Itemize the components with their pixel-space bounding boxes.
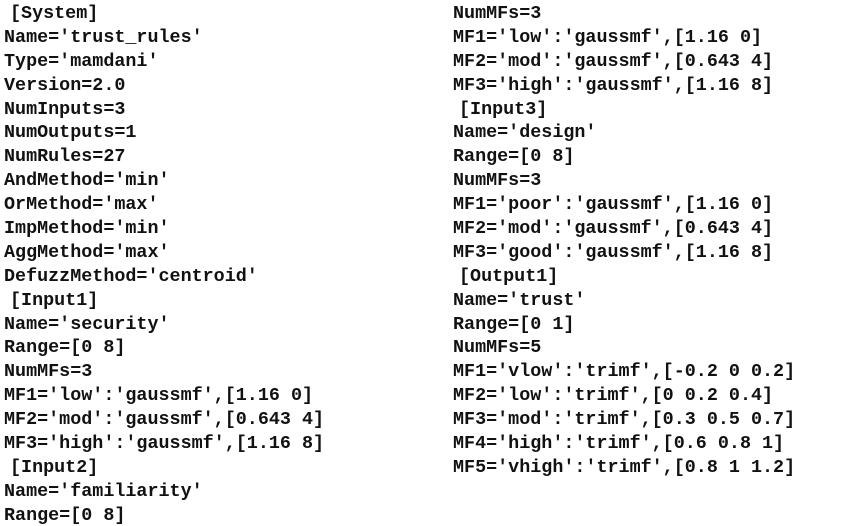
num-outputs-line: NumOutputs=1 (4, 122, 137, 144)
output1-name-line: Name='trust' (453, 289, 586, 311)
left-column: [System] Name='trust_rules' Type='mamdan… (4, 2, 324, 526)
input3-mf2-line: MF2='mod':'gaussmf',[0.643 4] (453, 218, 774, 240)
defuzz-method-line: DefuzzMethod='centroid' (4, 265, 258, 287)
input3-nummfs-line: NumMFs=3 (453, 170, 542, 192)
system-version-line: Version=2.0 (4, 74, 126, 96)
section-header-input3: [Input3] (459, 98, 548, 120)
input1-mf1-line: MF1='low':'gaussmf',[1.16 0] (4, 385, 314, 407)
or-method-line: OrMethod='max' (4, 194, 159, 216)
input3-name-line: Name='design' (453, 122, 597, 144)
input3-mf1-line: MF1='poor':'gaussmf',[1.16 0] (453, 194, 774, 216)
input2-mf2-line: MF2='mod':'gaussmf',[0.643 4] (453, 50, 774, 72)
output1-mf5-line: MF5='vhigh':'trimf',[0.8 1 1.2] (453, 456, 796, 478)
output1-nummfs-line: NumMFs=5 (453, 337, 542, 359)
num-inputs-line: NumInputs=3 (4, 98, 126, 120)
input2-range-line: Range=[0 8] (4, 504, 126, 526)
input1-range-line: Range=[0 8] (4, 337, 126, 359)
input1-mf3-line: MF3='high':'gaussmf',[1.16 8] (4, 433, 325, 455)
input3-mf3-line: MF3='good':'gaussmf',[1.16 8] (453, 241, 774, 263)
section-header-output1: [Output1] (459, 265, 559, 287)
and-method-line: AndMethod='min' (4, 170, 170, 192)
output1-mf3-line: MF3='mod':'trimf',[0.3 0.5 0.7] (453, 409, 796, 431)
output1-mf4-line: MF4='high':'trimf',[0.6 0.8 1] (453, 433, 785, 455)
input1-mf2-line: MF2='mod':'gaussmf',[0.643 4] (4, 409, 325, 431)
input2-nummfs-line: NumMFs=3 (453, 3, 542, 24)
section-header-input1: [Input1] (10, 289, 99, 311)
output1-mf1-line: MF1='vlow':'trimf',[-0.2 0 0.2] (453, 361, 796, 383)
system-name-line: Name='trust_rules' (4, 26, 203, 48)
output1-mf2-line: MF2='low':'trimf',[0 0.2 0.4] (453, 385, 774, 407)
input2-mf3-line: MF3='high':'gaussmf',[1.16 8] (453, 74, 774, 96)
input1-nummfs-line: NumMFs=3 (4, 361, 93, 383)
input2-mf1-line: MF1='low':'gaussmf',[1.16 0] (453, 26, 763, 48)
input3-range-line: Range=[0 8] (453, 146, 575, 168)
output1-range-line: Range=[0 1] (453, 313, 575, 335)
agg-method-line: AggMethod='max' (4, 241, 170, 263)
imp-method-line: ImpMethod='min' (4, 218, 170, 240)
system-type-line: Type='mamdani' (4, 50, 159, 72)
right-column: NumMFs=3 MF1='low':'gaussmf',[1.16 0] MF… (453, 2, 795, 480)
input1-name-line: Name='security' (4, 313, 170, 335)
input2-name-line: Name='familiarity' (4, 480, 203, 502)
section-header-input2: [Input2] (10, 456, 99, 478)
num-rules-line: NumRules=27 (4, 146, 126, 168)
section-header-system: [System] (10, 3, 99, 24)
